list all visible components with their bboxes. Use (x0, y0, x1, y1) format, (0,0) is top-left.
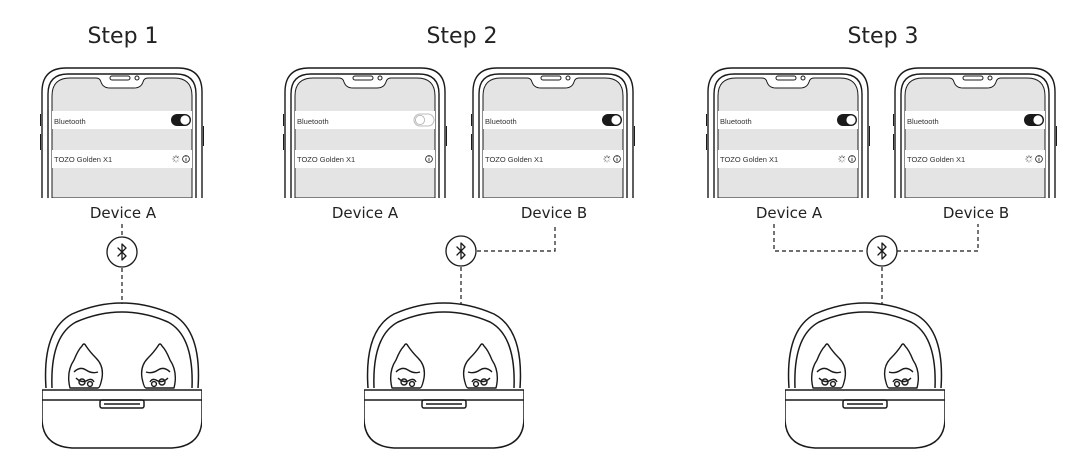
earbud-icon (462, 343, 499, 389)
loading-spinner-icon (603, 155, 611, 163)
phone-frame (40, 67, 204, 198)
earbuds-case-icon (363, 302, 525, 449)
link-step2-device-b (477, 224, 556, 252)
bluetooth-toggle-on[interactable] (837, 114, 857, 126)
bluetooth-icon (445, 235, 477, 267)
bluetooth-label: Bluetooth (54, 117, 86, 126)
device-b-label-step2: Device B (520, 204, 588, 222)
earbuds-case-icon (41, 302, 203, 449)
bluetooth-toggle-on[interactable] (1024, 114, 1044, 126)
earbuds-case-step2 (363, 296, 525, 452)
bluetooth-label: Bluetooth (485, 117, 517, 126)
phone-frame (283, 67, 447, 198)
earbuds-case-icon (784, 302, 946, 449)
phone-frame (706, 67, 870, 198)
phone-frame (893, 67, 1057, 198)
device-name: TOZO Golden X1 (907, 155, 966, 164)
earbud-icon (67, 343, 104, 389)
bluetooth-label: Bluetooth (297, 117, 329, 126)
phone-step3-device-b: Bluetooth TOZO Golden X1 (893, 66, 1057, 198)
phone-step1-device-a: Bluetooth TOZO Golden X1 (40, 66, 204, 198)
step-1-title: Step 1 (87, 24, 159, 49)
device-b-label-step3: Device B (942, 204, 1010, 222)
bluetooth-label: Bluetooth (720, 117, 752, 126)
bluetooth-toggle-off[interactable] (413, 113, 435, 127)
step-2-title: Step 2 (426, 24, 498, 49)
phone-frame (471, 67, 635, 198)
info-icon[interactable] (848, 155, 856, 163)
device-name: TOZO Golden X1 (485, 155, 544, 164)
device-a-label-step2: Device A (331, 204, 399, 222)
info-icon[interactable] (1035, 155, 1043, 163)
phone-step2-device-a: Bluetooth TOZO Golden X1 (283, 66, 447, 198)
device-name: TOZO Golden X1 (297, 155, 356, 164)
info-icon[interactable] (613, 155, 621, 163)
device-a-label-step1: Device A (89, 204, 157, 222)
earbud-icon (810, 343, 847, 389)
info-icon[interactable] (182, 155, 190, 163)
loading-spinner-icon (838, 155, 846, 163)
loading-spinner-icon (1025, 155, 1033, 163)
device-a-label-step3: Device A (755, 204, 823, 222)
bluetooth-toggle-on[interactable] (171, 114, 191, 126)
bluetooth-label: Bluetooth (907, 117, 939, 126)
earbud-icon (389, 343, 426, 389)
earbuds-case-step3 (784, 296, 946, 452)
device-name: TOZO Golden X1 (54, 155, 113, 164)
phone-step2-device-b: Bluetooth TOZO Golden X1 (471, 66, 635, 198)
bluetooth-toggle-on[interactable] (602, 114, 622, 126)
loading-spinner-icon (172, 155, 180, 163)
earbuds-case-step1 (41, 296, 203, 452)
device-name: TOZO Golden X1 (720, 155, 779, 164)
link-step3-device-a (773, 224, 866, 252)
bluetooth-icon (866, 235, 898, 267)
bluetooth-icon (106, 236, 138, 268)
info-icon[interactable] (425, 155, 433, 163)
earbud-icon (883, 343, 920, 389)
phone-step3-device-a: Bluetooth TOZO Golden X1 (706, 66, 870, 198)
earbud-icon (140, 343, 177, 389)
step-3-title: Step 3 (847, 24, 919, 49)
link-step3-device-b (897, 224, 979, 252)
